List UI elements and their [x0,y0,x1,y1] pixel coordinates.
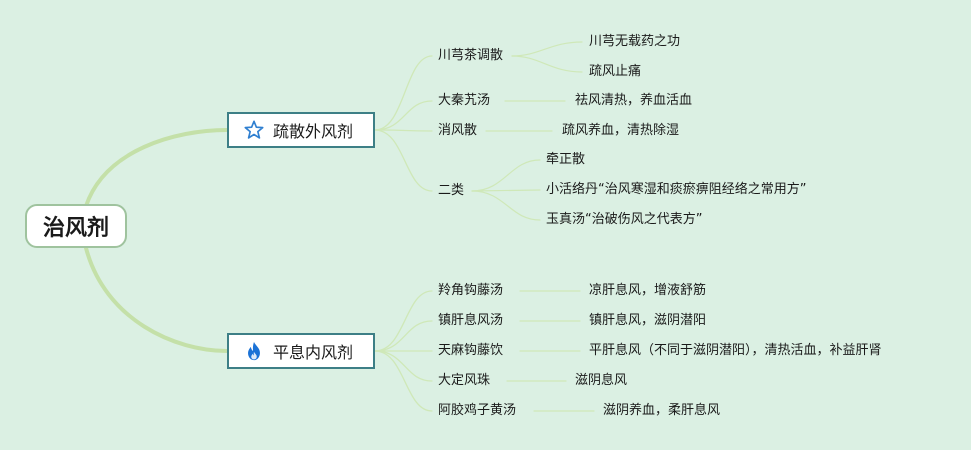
detail-text: 玉真汤“治破伤风之代表方” [546,212,703,227]
connector-detail [471,189,541,192]
branch-node-label: 疏散外风剂 [273,122,354,141]
topic-chuanxiong-chatiao-san[interactable]: 川芎茶调散 [438,48,504,63]
detail-text: 凉肝息风，增液舒筋 [589,283,707,298]
branch-node-label: 平息内风剂 [273,343,354,362]
root-node[interactable]: 治风剂 [25,204,127,248]
connector-detail [471,190,541,221]
connector-branch-0-item-1 [374,100,433,131]
branch-node-external-wind[interactable]: 疏散外风剂 [227,112,375,148]
star-icon [243,119,265,141]
detail-text: 祛风清热，养血活血 [575,93,693,108]
topic-lingjiao-gouteng-tang[interactable]: 羚角钩藤汤 [438,283,504,298]
topic-tianma-gouteng-yin[interactable]: 天麻钩藤饮 [438,343,504,358]
connector-detail [471,159,541,192]
connector-branch-1-item-0 [374,290,433,352]
flame-icon [243,340,265,362]
detail-text: 牵正散 [546,152,586,167]
connector-branch-0-item-3 [374,129,433,192]
connector-branch-1-item-4 [374,350,433,412]
detail-text: 滋阴息风 [575,373,628,388]
topic-dading-fengzhu[interactable]: 大定风珠 [438,373,491,388]
connector-detail [511,41,583,57]
detail-text: 小活络丹“治风寒湿和痰瘀痹阻经络之常用方” [546,182,807,197]
connector-branch-1-item-3 [374,350,433,382]
topic-er-lei[interactable]: 二类 [438,183,465,198]
detail-text: 川芎无载药之功 [589,34,681,49]
detail-text: 平肝息风（不同于滋阴潜阳），清热活血，补益肝肾 [589,343,882,358]
connector-detail [511,55,583,73]
connector-branch-0-item-2 [374,129,433,132]
topic-daqinjiao-tang[interactable]: 大秦艽汤 [438,93,491,108]
connector-branch-0-item-0 [374,55,433,131]
branch-node-internal-wind[interactable]: 平息内风剂 [227,333,375,369]
connector-branch-1-item-1 [374,320,433,352]
topic-ejiao-jizihuang-tang[interactable]: 阿胶鸡子黄汤 [438,403,517,418]
root-node-label: 治风剂 [42,216,109,241]
detail-text: 疏风养血，清热除湿 [562,123,680,138]
detail-text: 镇肝息风，滋阴潜阳 [589,313,707,328]
topic-zhengan-xifeng-tang[interactable]: 镇肝息风汤 [438,313,504,328]
detail-text: 滋阴养血，柔肝息风 [603,403,721,418]
connector-root-branch-1 [84,246,229,353]
detail-text: 疏风止痛 [589,64,642,79]
topic-xiaofeng-san[interactable]: 消风散 [438,123,478,138]
connector-root-branch-0 [84,128,229,208]
